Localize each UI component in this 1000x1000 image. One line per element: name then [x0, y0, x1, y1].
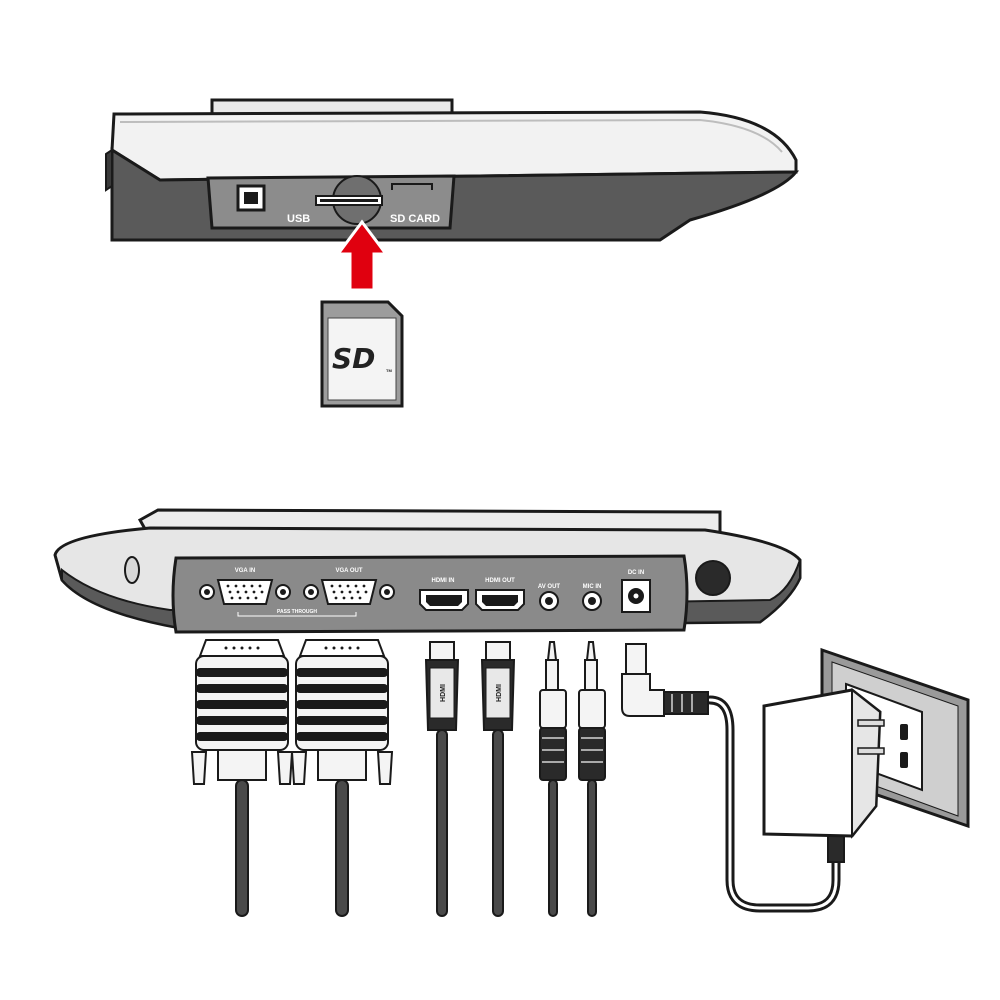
device-rear-view: VGA IN VGA OUT PASS THROUGH HDMI IN [53, 508, 802, 634]
hdmi-plug-label: HDMI [440, 684, 447, 702]
vga-cable [190, 639, 294, 917]
mic-in-label: MIC IN [583, 584, 602, 590]
power-adapter-icon [762, 687, 885, 839]
sd-slot-icon [315, 175, 433, 225]
vga-port-icon [199, 579, 291, 605]
dc-power-cable [621, 643, 845, 913]
usb-label: USB [287, 213, 310, 225]
insert-arrow-icon [335, 219, 389, 292]
audio-cable [539, 641, 567, 917]
security-slot [124, 556, 140, 584]
dc-in-label: DC IN [628, 570, 644, 576]
hdmi-cable: HDMI [480, 641, 516, 917]
sd-card-icon: SD TM [320, 300, 404, 408]
av-out-label: AV OUT [538, 584, 561, 590]
hdmi-out-label: HDMI OUT [485, 578, 515, 584]
hdmi-plug-label: HDMI [496, 684, 503, 702]
pass-through-label: PASS THROUGH [277, 609, 317, 615]
audio-cable [578, 641, 606, 917]
audio-jack-icon [582, 591, 602, 611]
vga-cable [290, 639, 394, 917]
usb-port-icon [236, 184, 266, 212]
dc-jack-icon [621, 579, 651, 613]
audio-jack-icon [539, 591, 559, 611]
vga-in-label: VGA IN [235, 568, 255, 574]
hdmi-in-label: HDMI IN [432, 578, 455, 584]
vga-out-label: VGA OUT [335, 568, 362, 574]
power-knob [695, 560, 731, 596]
vga-port-icon [303, 579, 395, 605]
hdmi-cable: HDMI [424, 641, 460, 917]
sd-card-label: SD CARD [390, 213, 440, 225]
sd-card-logo: SD [332, 342, 375, 375]
hdmi-port-icon [475, 589, 525, 611]
sd-card-tm: TM [386, 368, 392, 373]
hdmi-port-icon [419, 589, 469, 611]
device-side-view: USB SD CARD [105, 98, 800, 242]
